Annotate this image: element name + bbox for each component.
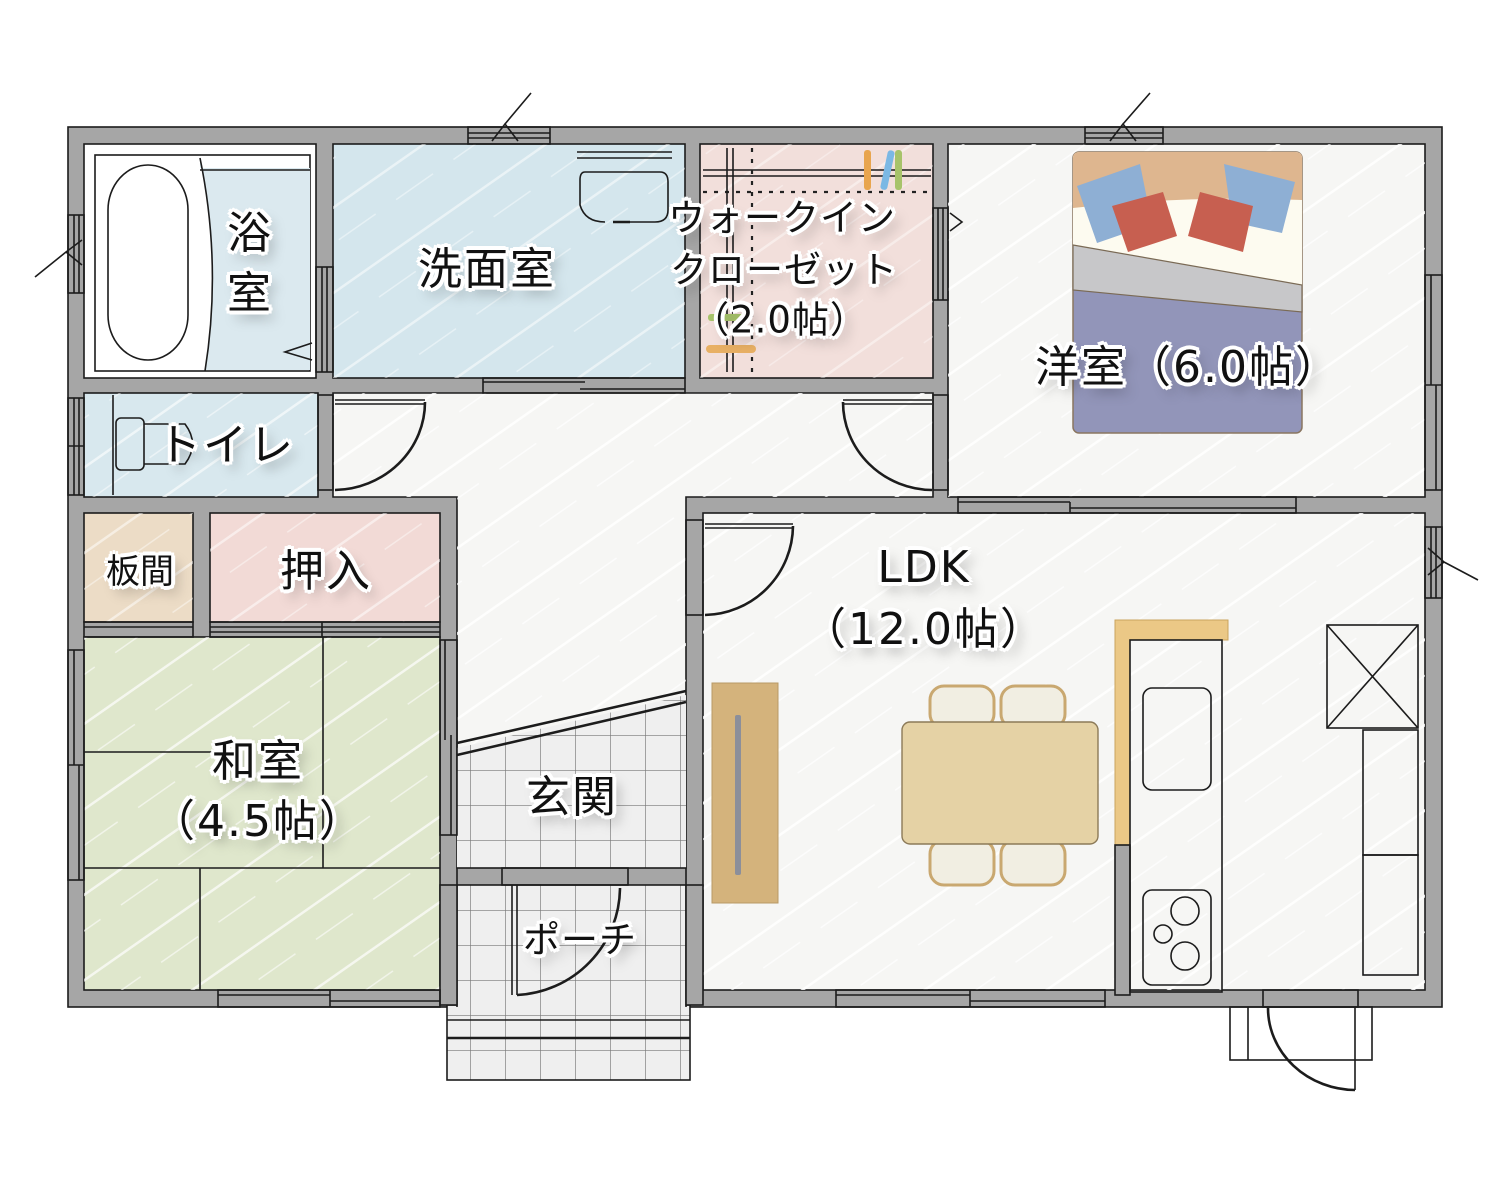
window-japanese-room-left <box>67 649 85 881</box>
chair <box>928 838 996 887</box>
toilet-fixture <box>112 395 194 495</box>
window-washroom <box>467 92 551 145</box>
washbasin <box>577 151 672 224</box>
toilet-label: トイレ <box>157 420 295 471</box>
ldk-label: LDK <box>877 542 971 593</box>
dining-set <box>901 684 1099 887</box>
japanese-room-label: 和室 <box>212 736 304 787</box>
window-western-room-right <box>1424 274 1443 491</box>
bathroom-label-2: 室 <box>227 268 273 319</box>
wooden-floor-label: 板間 <box>106 552 174 592</box>
toilet-door <box>317 394 427 492</box>
back-door <box>1229 989 1373 1092</box>
western-room-label: 洋室（6.0帖） <box>1035 346 1341 390</box>
window-ldk-bottom <box>835 989 1106 1008</box>
washroom-sliding-door <box>482 377 686 394</box>
refrigerator-icon <box>1326 624 1419 729</box>
chair <box>999 838 1067 887</box>
window-western-room-top <box>1084 92 1164 145</box>
window-toilet <box>67 397 85 496</box>
walk-in-closet-label-2: クローゼット <box>670 248 898 292</box>
western-room-size: （6.0帖） <box>1127 342 1341 393</box>
entrance-door <box>501 867 629 997</box>
porch-floor <box>446 885 691 1081</box>
closet-label: 押入 <box>280 546 372 597</box>
pillow-red-left <box>1112 192 1177 252</box>
japanese-room <box>83 636 441 991</box>
ldk-door <box>685 519 795 617</box>
closet-sliding-door <box>209 621 441 638</box>
pillow-red-right <box>1188 192 1253 252</box>
dining-table <box>901 721 1099 845</box>
walk-in-closet-label-1: ウォークイン <box>668 196 896 240</box>
tv-icon <box>735 715 741 875</box>
entrance-floor <box>456 689 687 868</box>
tv-board <box>711 682 779 904</box>
window-bathroom <box>34 214 85 294</box>
western-room-door <box>841 394 949 492</box>
window-ldk-right <box>1424 526 1479 599</box>
tatami-lines <box>84 637 440 990</box>
wooden-floor-opening <box>83 621 194 638</box>
entrance-porch-wall <box>456 867 687 886</box>
walk-in-closet-size: （2.0帖） <box>692 298 868 342</box>
entrance-label: 玄関 <box>526 772 618 823</box>
bathtub <box>107 164 189 361</box>
bathroom-door <box>282 266 334 373</box>
bathroom-room <box>83 143 317 379</box>
window-japanese-room-bottom <box>217 989 441 1008</box>
western-room-name: 洋室 <box>1035 342 1128 393</box>
kitchen-counter <box>1129 639 1223 993</box>
cupboard <box>1362 729 1419 976</box>
bathroom-label-1: 浴 <box>227 208 273 259</box>
porch-label: ポーチ <box>523 918 637 962</box>
walk-in-closet-room <box>699 143 934 379</box>
stove-icon <box>1142 889 1212 986</box>
western-room <box>947 143 1426 498</box>
walk-in-closet-door <box>932 207 964 301</box>
japanese-room-sliding-door <box>439 639 458 836</box>
kitchen <box>1114 619 1419 996</box>
japanese-room-size: （4.5帖） <box>151 796 365 847</box>
sink-icon <box>1142 687 1212 791</box>
western-room-sliding-door <box>957 496 1297 514</box>
ldk-size: （12.0帖） <box>802 604 1046 655</box>
washroom-label: 洗面室 <box>418 244 556 295</box>
hanging-clothes-icon <box>706 150 902 353</box>
bed <box>1072 151 1303 434</box>
